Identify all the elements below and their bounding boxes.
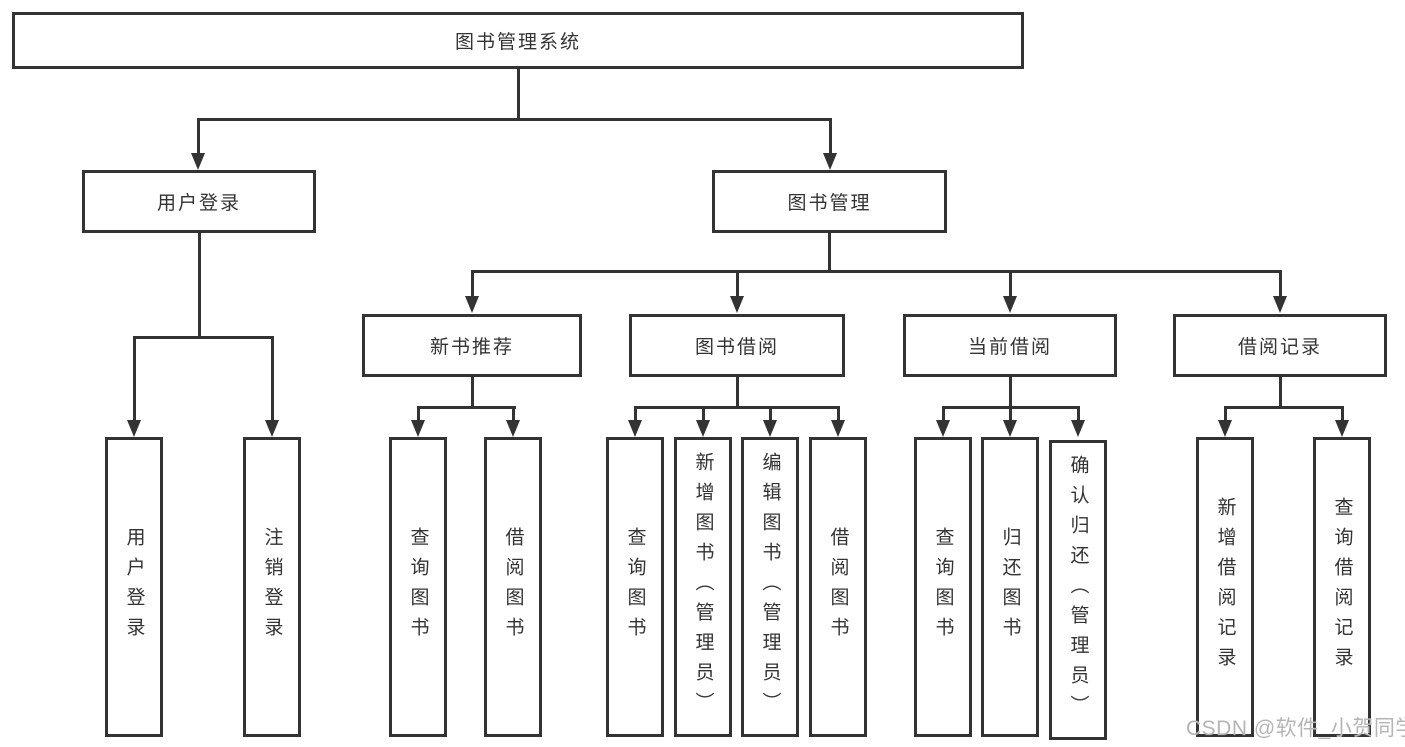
connector-line [198,233,201,339]
leaf-user-login: 用户登录 [105,437,163,737]
leaf-add-borrow-record: 新增借阅记录 [1196,437,1254,737]
arrow-down-icon [265,420,279,437]
connector-line [512,406,515,422]
node-label: 图书借阅 [694,337,779,358]
arrow-down-icon [1003,420,1017,437]
connector-line [271,336,274,421]
connector-line [736,270,739,298]
connector-line [517,69,520,120]
connector-line [417,406,420,422]
connector-line [634,406,840,409]
connector-line [1279,377,1282,409]
connector-line [1279,270,1282,298]
node-label: 用户登录 [123,527,145,647]
arrow-down-icon [1273,296,1287,313]
connector-line [634,406,637,422]
leaf-borrow-books-recommend: 借阅图书 [484,437,542,737]
arrow-down-icon [936,420,950,437]
node-borrowing-records: 借阅记录 [1173,314,1387,377]
node-current-borrowing: 当前借阅 [903,314,1117,377]
connector-line [1224,406,1227,422]
node-label: 确认归还（管理员） [1067,455,1089,725]
arrow-down-icon [191,153,205,170]
arrow-down-icon [465,296,479,313]
connector-line [828,233,831,273]
connector-line [837,406,840,422]
node-book-borrowing: 图书借阅 [629,314,845,377]
arrow-down-icon [1003,296,1017,313]
arrow-down-icon [763,420,777,437]
connector-line [736,377,739,409]
arrow-down-icon [628,420,642,437]
leaf-query-borrow-record: 查询借阅记录 [1313,437,1371,737]
connector-line [1009,406,1012,422]
node-label: 当前借阅 [967,337,1052,358]
leaf-borrow-books-borrowing: 借阅图书 [809,437,867,737]
leaf-query-books-current: 查询图书 [914,437,972,737]
arrow-down-icon [831,420,845,437]
node-label: 查询图书 [932,527,954,647]
node-label: 归还图书 [999,527,1021,647]
arrow-down-icon [696,420,710,437]
arrow-down-icon [1335,420,1349,437]
node-user-login: 用户登录 [82,170,316,233]
node-label: 新书推荐 [429,337,514,358]
connector-line [1009,377,1012,409]
connector-line [1077,406,1080,422]
leaf-add-books-admin: 新增图书（管理员） [674,437,732,737]
node-label: 注销登录 [261,527,283,647]
connector-line [197,118,832,121]
node-label: 借阅图书 [827,527,849,647]
connector-line [702,406,705,422]
arrow-down-icon [1071,420,1085,437]
connector-line [471,270,1282,273]
node-root: 图书管理系统 [12,12,1024,69]
node-label: 查询图书 [407,527,429,647]
connector-line [1224,406,1344,409]
node-label: 查询图书 [624,527,646,647]
connector-line [197,118,200,154]
node-label: 用户登录 [156,193,241,214]
leaf-confirm-return-admin: 确认归还（管理员） [1049,440,1107,740]
connector-line [769,406,772,422]
leaf-query-books-borrowing: 查询图书 [606,437,664,737]
connector-line [417,406,516,409]
node-label: 图书管理系统 [454,32,581,53]
connector-line [133,336,274,339]
connector-line [471,270,474,298]
arrow-down-icon [730,296,744,313]
connector-line [1341,406,1344,422]
leaf-edit-books-admin: 编辑图书（管理员） [741,437,799,737]
watermark: CSDN @软件_小贺同学 [1186,717,1405,740]
leaf-query-books-recommend: 查询图书 [389,437,447,737]
arrow-down-icon [411,420,425,437]
connector-line [942,406,945,422]
leaf-return-books: 归还图书 [981,437,1039,737]
arrow-down-icon [506,420,520,437]
node-label: 图书管理 [787,193,872,214]
leaf-logout: 注销登录 [243,437,301,737]
node-label: 借阅图书 [502,527,524,647]
node-label: 编辑图书（管理员） [759,452,781,722]
node-book-management: 图书管理 [712,170,947,233]
connector-line [1009,270,1012,298]
node-label: 查询借阅记录 [1331,497,1353,677]
connector-line [829,118,832,154]
node-new-book-recommendation: 新书推荐 [362,314,582,377]
connector-line [471,377,474,409]
node-label: 新增借阅记录 [1214,497,1236,677]
arrow-down-icon [1218,420,1232,437]
connector-line [133,336,136,421]
node-label: 借阅记录 [1237,337,1322,358]
node-label: 新增图书（管理员） [692,452,714,722]
arrow-down-icon [127,420,141,437]
arrow-down-icon [823,153,837,170]
